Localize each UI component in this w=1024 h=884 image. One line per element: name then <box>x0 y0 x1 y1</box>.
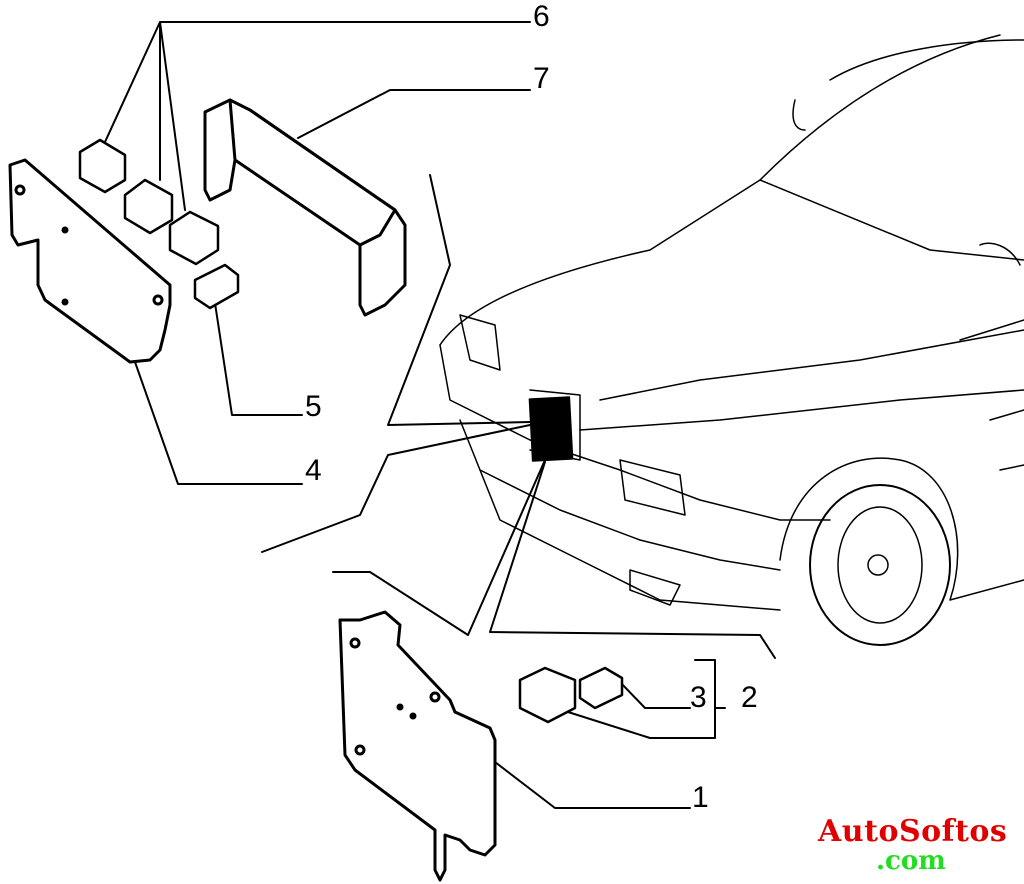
callout-7: 7 <box>533 62 550 95</box>
watermark-domain: .com <box>876 846 946 876</box>
part-5-fuse <box>193 263 240 310</box>
callout-1: 1 <box>692 781 709 814</box>
callout-4: 4 <box>305 454 322 487</box>
part-2-relay <box>518 666 577 724</box>
callout-6: 6 <box>533 0 550 33</box>
part-7-cover <box>203 98 407 317</box>
watermark-text: AutoSoftos <box>818 814 1008 849</box>
callout-5: 5 <box>305 390 322 423</box>
callout-2: 2 <box>741 681 758 714</box>
part-6-relays <box>78 138 220 266</box>
callout-3: 3 <box>690 681 707 714</box>
part-1-mounting-plate <box>338 610 497 882</box>
car-illustration <box>439 34 1024 646</box>
leader-lines <box>104 21 776 809</box>
part-4-mounting-plate <box>8 158 172 364</box>
part-3-connector <box>578 666 624 710</box>
